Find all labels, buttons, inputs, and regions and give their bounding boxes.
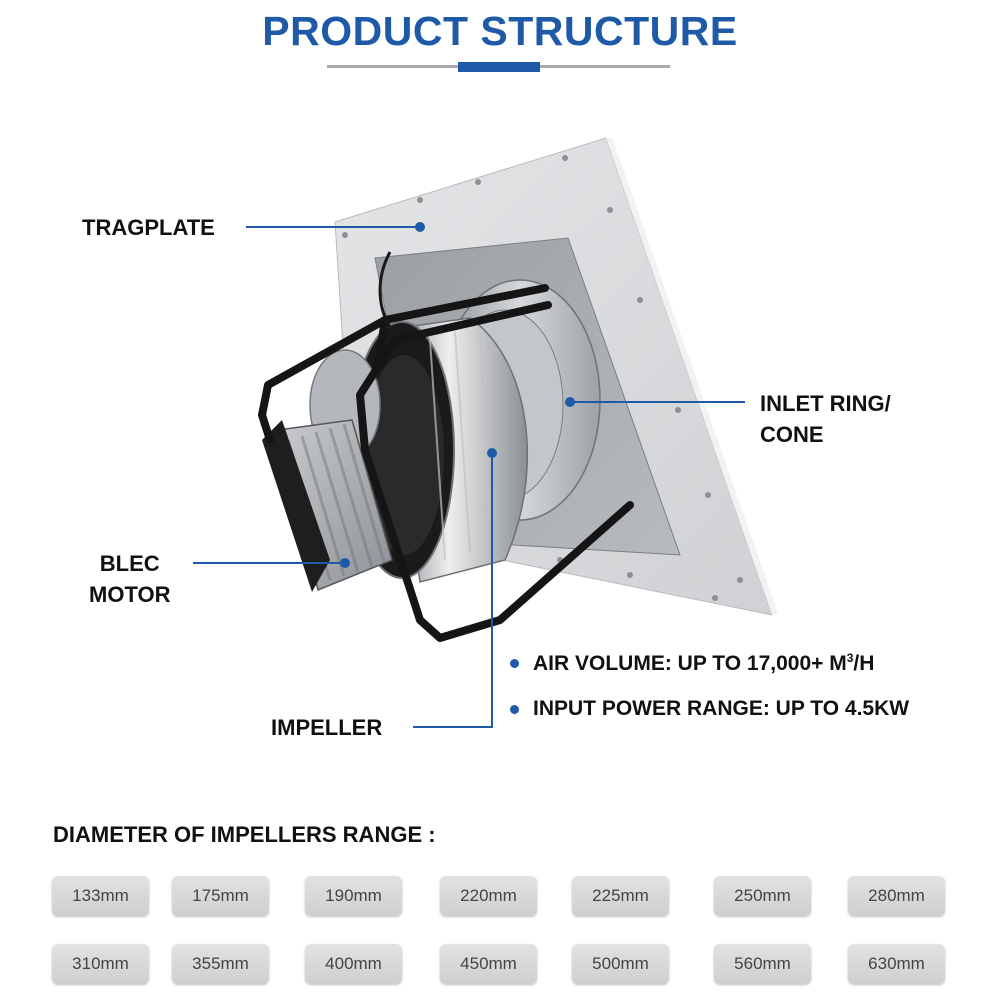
diameter-chip: 190mm: [305, 876, 402, 916]
support-frame: [258, 284, 634, 642]
diameter-chip: 225mm: [572, 876, 669, 916]
diameter-chip: 175mm: [172, 876, 269, 916]
diameter-chip: 250mm: [714, 876, 811, 916]
spec-air-volume: AIR VOLUME: UP TO 17,000+ M3/H: [510, 651, 874, 676]
diameter-chip: 310mm: [52, 944, 149, 984]
title-accent-bar: [458, 62, 540, 72]
diameter-chip: 560mm: [714, 944, 811, 984]
label-inlet-ring-cone: INLET RING/ CONE: [760, 391, 891, 447]
bullet-dot: [510, 704, 519, 714]
blec-motor: [262, 419, 393, 592]
leader-dots: [340, 222, 575, 568]
label-impeller: IMPELLER: [271, 715, 383, 740]
diameter-chip: 400mm: [305, 944, 402, 984]
spec-input-power: INPUT POWER RANGE: UP TO 4.5KW: [510, 697, 909, 721]
diameter-chip: 450mm: [440, 944, 537, 984]
diameter-chip: 500mm: [572, 944, 669, 984]
diameter-chip: 355mm: [172, 944, 269, 984]
motor-cable: [378, 251, 394, 331]
label-tragplate: TRAGPLATE: [82, 215, 215, 240]
fan-illustration: [193, 137, 778, 728]
diameter-chip: 630mm: [848, 944, 945, 984]
diameter-chip: 220mm: [440, 876, 537, 916]
diameter-chip: 133mm: [52, 876, 149, 916]
spec-air-volume-text: AIR VOLUME: UP TO 17,000+ M3/H: [533, 651, 875, 675]
leader-lines: [193, 226, 745, 728]
page-title: PRODUCT STRUCTURE: [262, 8, 738, 54]
diameter-chip: 280mm: [848, 876, 945, 916]
diameter-range-title: DIAMETER OF IMPELLERS RANGE :: [53, 822, 436, 847]
spec-input-power-text: INPUT POWER RANGE: UP TO 4.5KW: [533, 697, 910, 720]
label-blec-motor: BLEC MOTOR: [89, 551, 171, 607]
bullet-dot: [510, 659, 519, 668]
